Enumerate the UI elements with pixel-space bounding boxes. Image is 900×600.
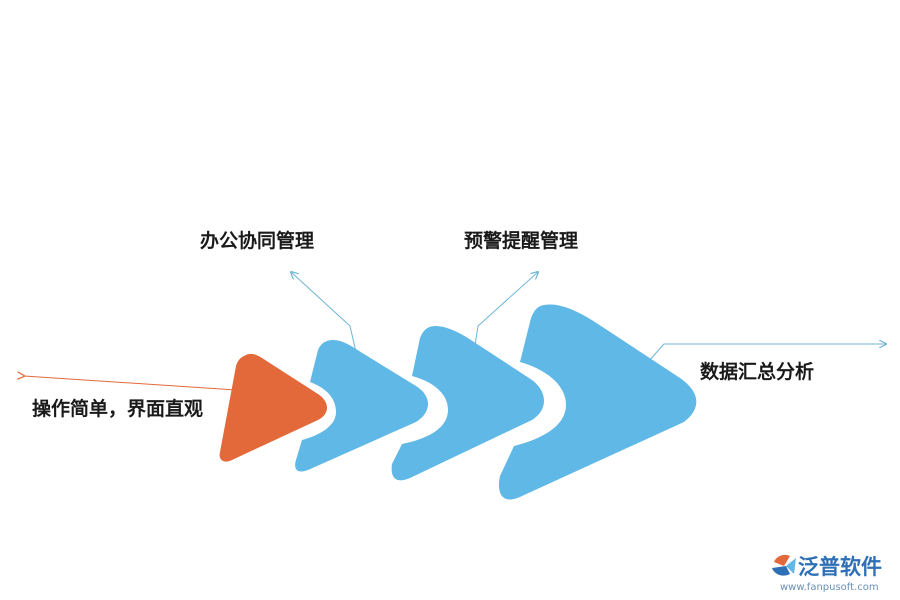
label-blue2: 预警提醒管理 xyxy=(464,229,578,252)
logo-mark-icon xyxy=(772,554,796,576)
blue-arrow-1 xyxy=(295,340,428,472)
blue-arrow-2 xyxy=(391,326,544,481)
blue3-connector-line xyxy=(647,344,886,363)
logo-url: www.fanpusoft.com xyxy=(780,582,879,593)
label-orange: 操作简单，界面直观 xyxy=(32,397,203,420)
orange-arrow xyxy=(219,353,327,462)
logo-name: 泛普软件 xyxy=(798,555,882,579)
blue-arrow-3 xyxy=(498,304,697,500)
orange-connector-line xyxy=(24,376,237,391)
label-blue1: 办公协同管理 xyxy=(200,229,314,252)
label-blue3: 数据汇总分析 xyxy=(700,360,814,383)
blue1-connector-line xyxy=(291,272,357,353)
logo: 泛普软件 www.fanpusoft.com xyxy=(772,554,882,593)
